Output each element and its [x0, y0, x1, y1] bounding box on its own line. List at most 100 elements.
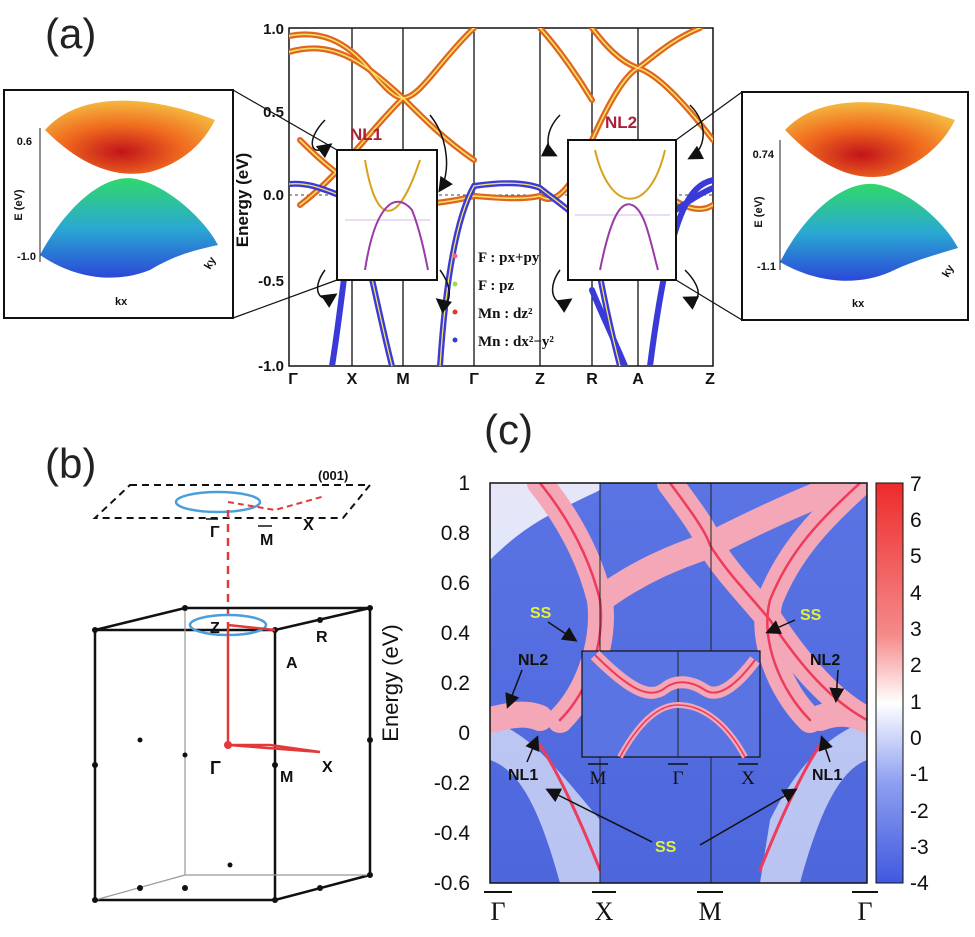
panel-c-colorbar: 7 6 5 4 3 2 1 0 -1 -2 -3 -4 — [875, 473, 929, 895]
right-inset-bottom-value: -1.1 — [757, 261, 776, 273]
legend-item: Mn : dx²−y² — [478, 334, 554, 350]
k-label: Γ — [288, 371, 298, 388]
y-tick: -1.0 — [258, 358, 284, 375]
panel-c-y-axis-label: Energy (eV) — [378, 624, 403, 741]
colorbar-tick: 2 — [910, 654, 922, 677]
y-tick: 1.0 — [263, 21, 284, 38]
bulk-point-m: M — [280, 769, 293, 786]
k-label: Z — [705, 371, 715, 388]
colorbar-tick: 6 — [910, 509, 922, 532]
left-inset-top-value: 0.6 — [17, 136, 32, 148]
rotation-arrows — [311, 104, 705, 314]
panel-b-label: (b) — [45, 440, 96, 487]
surface-point-gamma: Γ — [210, 524, 220, 541]
y-tick: -0.2 — [434, 772, 470, 795]
nl1-zoom-inset — [336, 149, 438, 281]
k-label: Z — [535, 371, 545, 388]
left-inset-e-label: E (eV) — [13, 189, 25, 221]
panel-a-kpath-labels: Γ X M Γ Z R A Z — [288, 371, 715, 388]
legend-item: F : px+py — [478, 250, 540, 266]
inset-x-tick: M — [590, 768, 607, 789]
surface-point-x: X — [303, 517, 314, 534]
surface-label: (001) — [318, 468, 348, 483]
panel-c-surface-spectrum: M Γ X SS SS SS NL2 NL2 NL1 NL1 Energy (e — [378, 472, 929, 926]
colorbar-tick: 0 — [910, 727, 922, 750]
legend-swatch — [452, 309, 458, 315]
panel-a-y-ticks: 1.0 0.5 0.0 -0.5 -1.0 — [258, 21, 284, 375]
y-tick: -0.4 — [434, 822, 471, 845]
ss-annotation: SS — [800, 607, 822, 624]
panel-a-legend: F : px+py F : pz Mn : dz² Mn : dx²−y² — [452, 250, 554, 350]
y-tick: 0 — [458, 722, 470, 745]
k-label: Γ — [469, 371, 479, 388]
right-inset-top-value: 0.74 — [753, 149, 775, 161]
bulk-point-a: A — [286, 655, 298, 672]
colorbar-tick: 3 — [910, 618, 922, 641]
x-tick: X — [595, 897, 614, 926]
right-inset-kx-label: kx — [852, 298, 865, 310]
nl2-annotation: NL2 — [518, 652, 548, 669]
right-3d-dispersion-inset: 0.74 -1.1 E (eV) kx ky — [741, 91, 969, 321]
nl2-annotation: NL2 — [810, 652, 840, 669]
k-label: A — [632, 371, 644, 388]
legend-item: Mn : dz² — [478, 306, 533, 322]
colorbar-tick: -3 — [910, 836, 929, 859]
bulk-point-r: R — [316, 629, 328, 646]
panel-a-band-plot: 1.0 0.5 0.0 -0.5 -1.0 Energy (eV) Γ X M … — [233, 21, 715, 388]
legend-swatch — [452, 281, 458, 287]
colorbar-tick: 1 — [910, 691, 922, 714]
colorbar-tick: -1 — [910, 763, 929, 786]
legend-swatch — [452, 253, 458, 259]
bulk-point-gamma: Γ — [210, 758, 221, 778]
x-tick: Γ — [857, 897, 872, 926]
nl1-annotation: NL1 — [812, 767, 842, 784]
left-3d-dispersion-inset: 0.6 -1.0 E (eV) kx ky — [3, 89, 234, 319]
bulk-point-z: Z — [210, 620, 220, 637]
left-inset-kx-label: kx — [115, 296, 128, 308]
inset-connectors — [232, 89, 743, 321]
k-label: M — [396, 371, 409, 388]
colorbar-tick: -4 — [910, 872, 929, 895]
panel-b-brillouin-zone: (001) Γ M X — [92, 468, 373, 903]
inset-x-tick: X — [741, 768, 755, 789]
bulk-point-x: X — [322, 759, 333, 776]
y-tick: 1 — [458, 472, 470, 495]
colorbar-tick: 4 — [910, 582, 922, 605]
inset-x-tick: Γ — [673, 768, 684, 789]
surface-nodal-ring — [174, 490, 262, 514]
k-label: X — [347, 371, 358, 388]
colorbar-tick: -2 — [910, 800, 929, 823]
y-tick: 0.5 — [263, 104, 284, 121]
y-tick: 0.6 — [441, 572, 470, 595]
k-label: R — [586, 371, 598, 388]
panel-c-zoom-inset: M Γ X — [581, 650, 761, 789]
y-tick: 0.8 — [441, 522, 470, 545]
ss-annotation: SS — [530, 605, 552, 622]
legend-swatch — [452, 337, 458, 343]
nl2-label: NL2 — [605, 113, 637, 132]
y-tick: 0.2 — [441, 672, 470, 695]
panel-c-label: (c) — [484, 406, 533, 453]
y-tick: -0.5 — [258, 273, 284, 290]
y-tick: 0.4 — [441, 622, 471, 645]
nl2-zoom-inset — [567, 139, 677, 281]
legend-item: F : pz — [478, 278, 514, 294]
x-tick: Γ — [490, 897, 505, 926]
right-inset-e-label: E (eV) — [753, 196, 765, 228]
nl1-annotation: NL1 — [508, 767, 538, 784]
left-inset-bottom-value: -1.0 — [17, 251, 36, 263]
panel-c-x-ticks: Γ X M Γ — [484, 891, 878, 926]
surface-point-m: M — [260, 532, 273, 549]
y-tick: -0.6 — [434, 872, 470, 895]
panel-a-y-axis-label: Energy (eV) — [233, 153, 252, 247]
panel-c-annotations: SS SS SS NL2 NL2 NL1 NL1 — [505, 605, 845, 856]
panel-c-y-ticks: 1 0.8 0.6 0.4 0.2 0 -0.2 -0.4 -0.6 — [434, 472, 471, 895]
nl1-label: NL1 — [350, 125, 382, 144]
ss-annotation: SS — [655, 839, 677, 856]
colorbar-tick: 7 — [910, 473, 922, 496]
x-tick: M — [698, 897, 721, 926]
panel-a-label: (a) — [45, 10, 96, 57]
surface-bz — [92, 484, 373, 519]
colorbar-tick: 5 — [910, 545, 922, 568]
